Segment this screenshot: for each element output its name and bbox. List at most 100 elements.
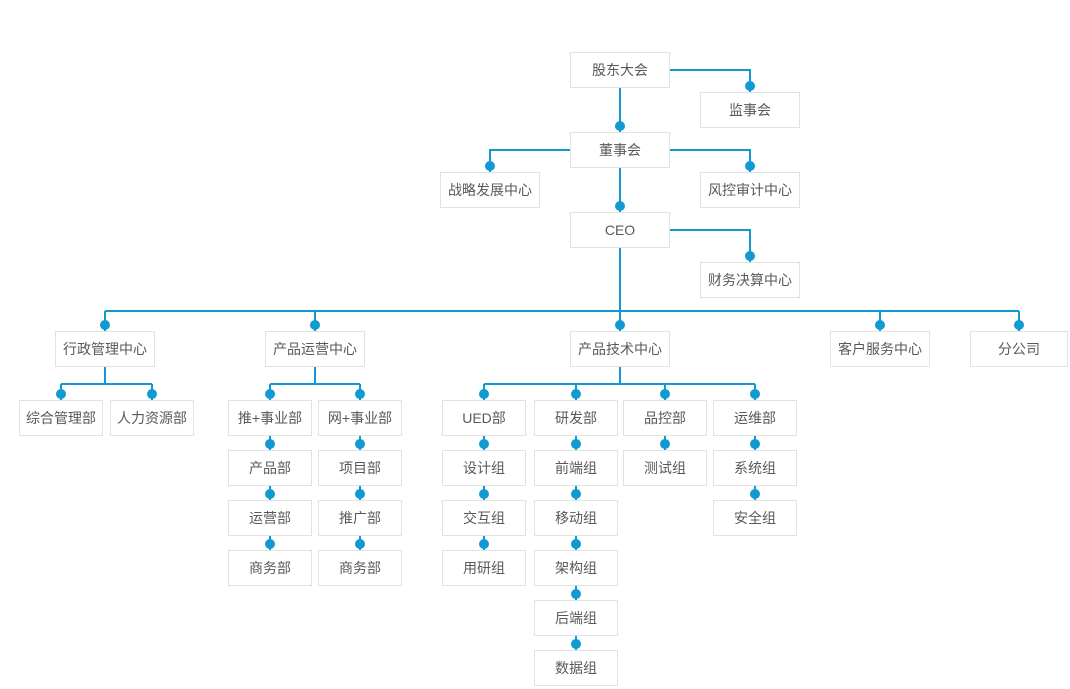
org-node-ops-center: 产品运营中心 — [265, 331, 365, 367]
org-node-service-center: 客户服务中心 — [830, 331, 930, 367]
org-node-label: 商务部 — [339, 560, 381, 576]
connector-dot — [660, 389, 670, 399]
org-node-interaction-group: 交互组 — [442, 500, 526, 536]
org-node-general-admin-dept: 综合管理部 — [19, 400, 103, 436]
org-node-data-group: 数据组 — [534, 650, 618, 686]
org-node-label: 测试组 — [644, 460, 686, 476]
org-node-label: 运营部 — [249, 510, 291, 526]
connector-dot — [355, 489, 365, 499]
org-node-ceo: CEO — [570, 212, 670, 248]
org-node-strategy-center: 战略发展中心 — [440, 172, 540, 208]
connector-dot — [615, 121, 625, 131]
connector-dot — [745, 81, 755, 91]
org-node-label: 用研组 — [463, 560, 505, 576]
connector-dot — [615, 320, 625, 330]
connector-dot — [571, 489, 581, 499]
org-node-label: 数据组 — [555, 660, 597, 676]
org-node-promotion-dept: 推广部 — [318, 500, 402, 536]
org-node-business-dept-2: 商务部 — [318, 550, 402, 586]
connector-dot — [1014, 320, 1024, 330]
org-node-label: 架构组 — [555, 560, 597, 576]
org-node-label: 运维部 — [734, 410, 776, 426]
org-node-label: 交互组 — [463, 510, 505, 526]
org-node-label: 推广部 — [339, 510, 381, 526]
org-node-label: 移动组 — [555, 510, 597, 526]
org-node-frontend-group: 前端组 — [534, 450, 618, 486]
connector-dot — [479, 489, 489, 499]
connector-line — [489, 149, 570, 172]
connector-dot — [265, 439, 275, 449]
org-node-label: 研发部 — [555, 410, 597, 426]
connector-dot — [750, 439, 760, 449]
org-node-architecture-group: 架构组 — [534, 550, 618, 586]
org-node-tui-division: 推+事业部 — [228, 400, 312, 436]
connector-dot — [265, 539, 275, 549]
connector-dot — [265, 489, 275, 499]
org-node-label: CEO — [604, 222, 636, 238]
connector-dot — [750, 389, 760, 399]
connector-line — [670, 69, 751, 92]
org-node-label: 推+事业部 — [237, 410, 303, 426]
org-node-devops-dept: 运维部 — [713, 400, 797, 436]
org-node-shareholders-meeting: 股东大会 — [570, 52, 670, 88]
org-node-label: 品控部 — [644, 410, 686, 426]
connector-dot — [660, 439, 670, 449]
org-node-label: 安全组 — [734, 510, 776, 526]
connector-dot — [147, 389, 157, 399]
org-node-hr-dept: 人力资源部 — [110, 400, 194, 436]
connector-dot — [479, 389, 489, 399]
connector-dot — [479, 539, 489, 549]
org-node-label: 行政管理中心 — [63, 341, 147, 357]
org-node-qc-dept: 品控部 — [623, 400, 707, 436]
connector-dot — [571, 589, 581, 599]
org-node-label: 网+事业部 — [327, 410, 393, 426]
connector-dot — [571, 389, 581, 399]
org-node-label: 风控审计中心 — [708, 182, 792, 198]
org-node-label: 系统组 — [734, 460, 776, 476]
connector-dot — [310, 320, 320, 330]
connector-dot — [571, 639, 581, 649]
org-node-risk-audit-center: 风控审计中心 — [700, 172, 800, 208]
connector-dot — [479, 439, 489, 449]
org-node-finance-center: 财务决算中心 — [700, 262, 800, 298]
connector-dot — [265, 389, 275, 399]
connector-dot — [750, 489, 760, 499]
org-node-label: 股东大会 — [592, 62, 648, 78]
connector-dot — [745, 251, 755, 261]
org-node-project-dept: 项目部 — [318, 450, 402, 486]
org-node-business-dept-1: 商务部 — [228, 550, 312, 586]
org-node-mobile-group: 移动组 — [534, 500, 618, 536]
connector-dot — [355, 439, 365, 449]
org-node-label: 人力资源部 — [117, 410, 187, 426]
org-node-branch-company: 分公司 — [970, 331, 1068, 367]
org-node-label: 项目部 — [339, 460, 381, 476]
connector-dot — [571, 439, 581, 449]
org-node-admin-center: 行政管理中心 — [55, 331, 155, 367]
connector-dot — [745, 161, 755, 171]
org-node-backend-group: 后端组 — [534, 600, 618, 636]
org-node-product-dept: 产品部 — [228, 450, 312, 486]
connector-dot — [875, 320, 885, 330]
connector-dot — [355, 539, 365, 549]
org-node-label: 战略发展中心 — [448, 182, 532, 198]
org-node-tech-center: 产品技术中心 — [570, 331, 670, 367]
org-node-label: 产品部 — [249, 460, 291, 476]
org-node-system-group: 系统组 — [713, 450, 797, 486]
org-node-label: 综合管理部 — [26, 410, 96, 426]
org-node-user-research-group: 用研组 — [442, 550, 526, 586]
org-node-label: 财务决算中心 — [708, 272, 792, 288]
org-node-ued-dept: UED部 — [442, 400, 526, 436]
connector-dot — [485, 161, 495, 171]
org-node-design-group: 设计组 — [442, 450, 526, 486]
org-node-supervisory-board: 监事会 — [700, 92, 800, 128]
org-node-label: 后端组 — [555, 610, 597, 626]
org-node-label: 客户服务中心 — [838, 341, 922, 357]
org-node-label: 产品运营中心 — [273, 341, 357, 357]
org-node-label: 分公司 — [998, 341, 1040, 357]
connector-dot — [355, 389, 365, 399]
org-node-label: UED部 — [462, 410, 506, 426]
org-node-label: 设计组 — [463, 460, 505, 476]
connector-dot — [56, 389, 66, 399]
